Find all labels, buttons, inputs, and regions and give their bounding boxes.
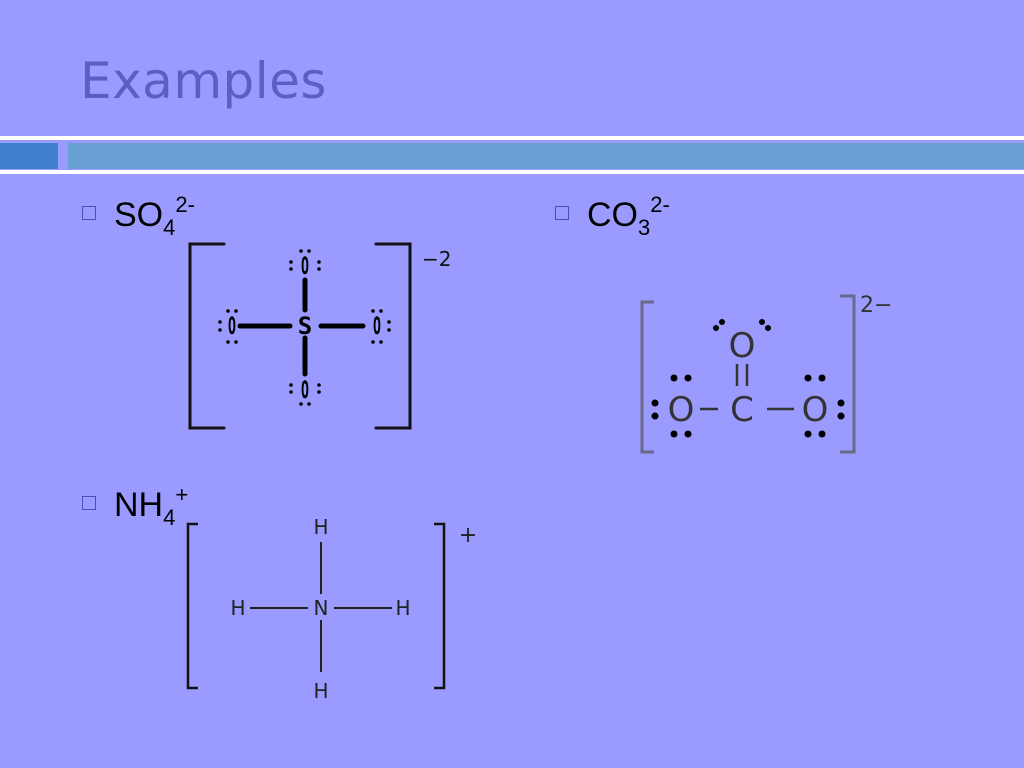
left-bracket	[188, 242, 226, 430]
atom-c: C	[730, 390, 754, 430]
accent-bar-dark	[0, 143, 58, 169]
bullet-co3: CO32-	[555, 192, 670, 241]
atom-h-top: H	[313, 515, 328, 539]
atom-h-left: H	[230, 596, 245, 620]
atom-h-bottom: H	[313, 679, 328, 703]
formula-co3: CO32-	[587, 192, 670, 240]
atom-n: N	[314, 596, 329, 620]
right-bracket	[434, 522, 446, 690]
atom-o-bottom: O	[301, 376, 309, 405]
lewis-structure-nh4: N H H H H +	[186, 515, 477, 703]
atom-o-right: O	[802, 390, 829, 430]
left-bracket	[640, 300, 654, 454]
right-bracket	[374, 242, 412, 430]
charge-nh4: +	[459, 523, 477, 548]
atom-o-left: O	[668, 390, 695, 430]
atom-o-right: O	[373, 312, 381, 341]
bullet-square-icon	[82, 206, 96, 220]
accent-bar-light	[68, 143, 1024, 169]
lone-pairs-co3	[651, 319, 845, 438]
bullet-nh4: NH4+	[82, 482, 188, 531]
lewis-structure-so4: S O O O O −2	[188, 242, 451, 430]
right-bracket	[840, 294, 856, 454]
divider-top	[0, 136, 1024, 140]
slide-title: Examples	[80, 52, 327, 110]
charge-so4: −2	[422, 247, 451, 271]
bullet-square-icon	[82, 496, 96, 510]
lewis-structure-co3: O C O O 2−	[640, 293, 892, 454]
atom-o-top: O	[729, 326, 756, 366]
atom-s: S	[298, 312, 312, 340]
atom-h-right: H	[395, 596, 410, 620]
divider-bottom	[0, 170, 1024, 174]
left-bracket	[186, 522, 198, 690]
formula-nh4: NH4+	[114, 482, 189, 530]
atom-o-top: O	[301, 252, 309, 281]
atom-o-left: O	[228, 312, 236, 341]
charge-co3: 2−	[860, 293, 892, 318]
bullet-so4: SO42-	[82, 192, 195, 241]
formula-so4: SO42-	[114, 192, 195, 240]
lone-pairs-so4	[218, 249, 391, 406]
bullet-square-icon	[555, 206, 569, 220]
